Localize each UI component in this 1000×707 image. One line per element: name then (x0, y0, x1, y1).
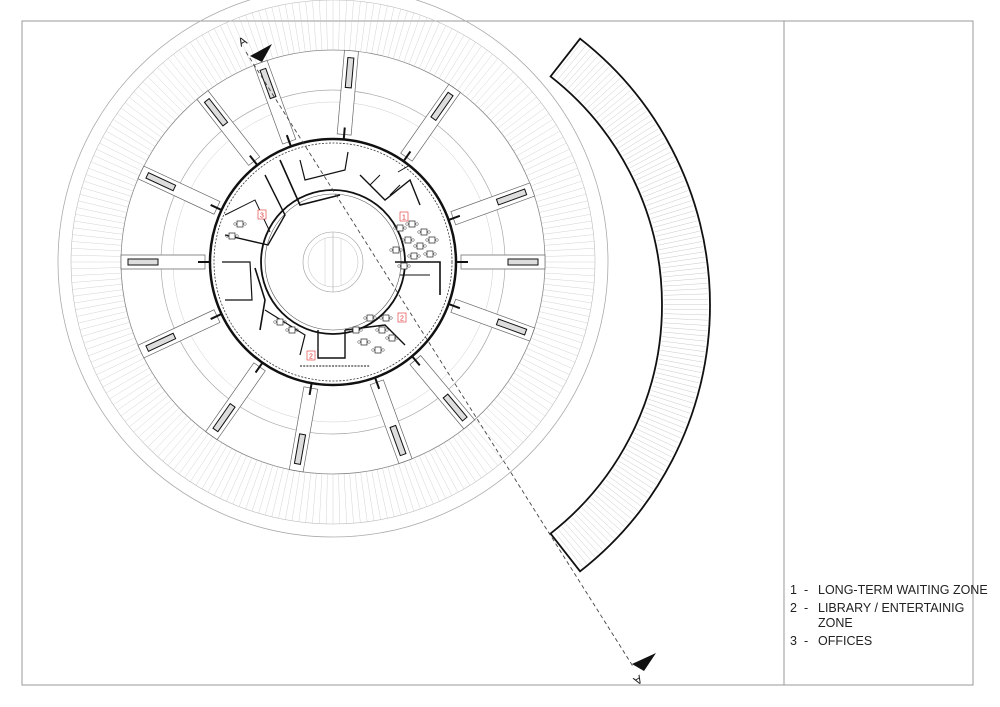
legend-separator: - (804, 583, 809, 597)
table (288, 326, 296, 334)
table (396, 224, 404, 232)
svg-text:2: 2 (400, 316, 404, 323)
room-tag-1: 1 (399, 211, 409, 222)
table (374, 346, 382, 354)
pylon (495, 188, 528, 206)
pylon (212, 402, 236, 433)
room-tag-2-east: 2 (397, 312, 407, 323)
legend-text: LIBRARY / ENTERTAINIG ZONE (818, 601, 965, 630)
pylon (293, 433, 307, 465)
svg-text:A: A (631, 672, 645, 688)
legend-text: OFFICES (818, 634, 873, 648)
table (404, 236, 412, 244)
table (378, 326, 386, 334)
table (410, 252, 418, 260)
pylon (145, 332, 177, 353)
legend-number: 2 (790, 601, 797, 615)
pylon (127, 258, 159, 266)
room-tag-3: 3 (257, 209, 267, 220)
table (388, 334, 396, 342)
legend: 1-LONG-TERM WAITING ZONE 2-LIBRARY / ENT… (790, 583, 990, 652)
pylon (145, 171, 177, 192)
pylon (495, 318, 528, 336)
legend-item-2: 2-LIBRARY / ENTERTAINIG ZONE (790, 601, 990, 631)
section-arrow-bottom: A (631, 653, 656, 688)
bridge (450, 182, 536, 226)
table (236, 220, 244, 228)
legend-item-1: 1-LONG-TERM WAITING ZONE (790, 583, 990, 598)
pylon (203, 97, 229, 127)
table (228, 232, 236, 240)
pylon (442, 393, 468, 422)
pylon (259, 67, 277, 100)
table (352, 326, 360, 334)
table (366, 314, 374, 322)
table (428, 236, 436, 244)
table (392, 246, 400, 254)
table (360, 338, 368, 346)
legend-separator: - (804, 601, 809, 615)
table (408, 220, 416, 228)
legend-separator: - (804, 634, 809, 648)
table (420, 228, 428, 236)
legend-number: 1 (790, 583, 797, 597)
outer-seating-ring (57, 0, 609, 538)
pylon (507, 258, 539, 266)
legend-item-3: 3-OFFICES (790, 634, 990, 649)
svg-text:A: A (236, 33, 250, 49)
table (416, 242, 424, 250)
sheet-frame (21, 20, 974, 686)
svg-text:2: 2 (309, 354, 313, 361)
pylon (430, 91, 454, 122)
bridge (450, 298, 536, 342)
bridge (253, 59, 297, 145)
curved-grandstand (549, 37, 711, 573)
table (276, 318, 284, 326)
core-building (208, 137, 458, 387)
bridge (369, 379, 413, 465)
radial-bridges (120, 49, 546, 473)
table (426, 250, 434, 258)
room-tag-2-south: 2 (306, 350, 316, 361)
svg-text:3: 3 (260, 213, 264, 220)
table (382, 314, 390, 322)
legend-text: LONG-TERM WAITING ZONE (818, 583, 988, 597)
pylon (389, 424, 407, 457)
pylon (344, 56, 355, 89)
legend-number: 3 (790, 634, 797, 648)
table (400, 262, 408, 270)
svg-text:1: 1 (402, 215, 406, 222)
furniture (225, 220, 439, 354)
section-line-a-a (245, 51, 635, 669)
